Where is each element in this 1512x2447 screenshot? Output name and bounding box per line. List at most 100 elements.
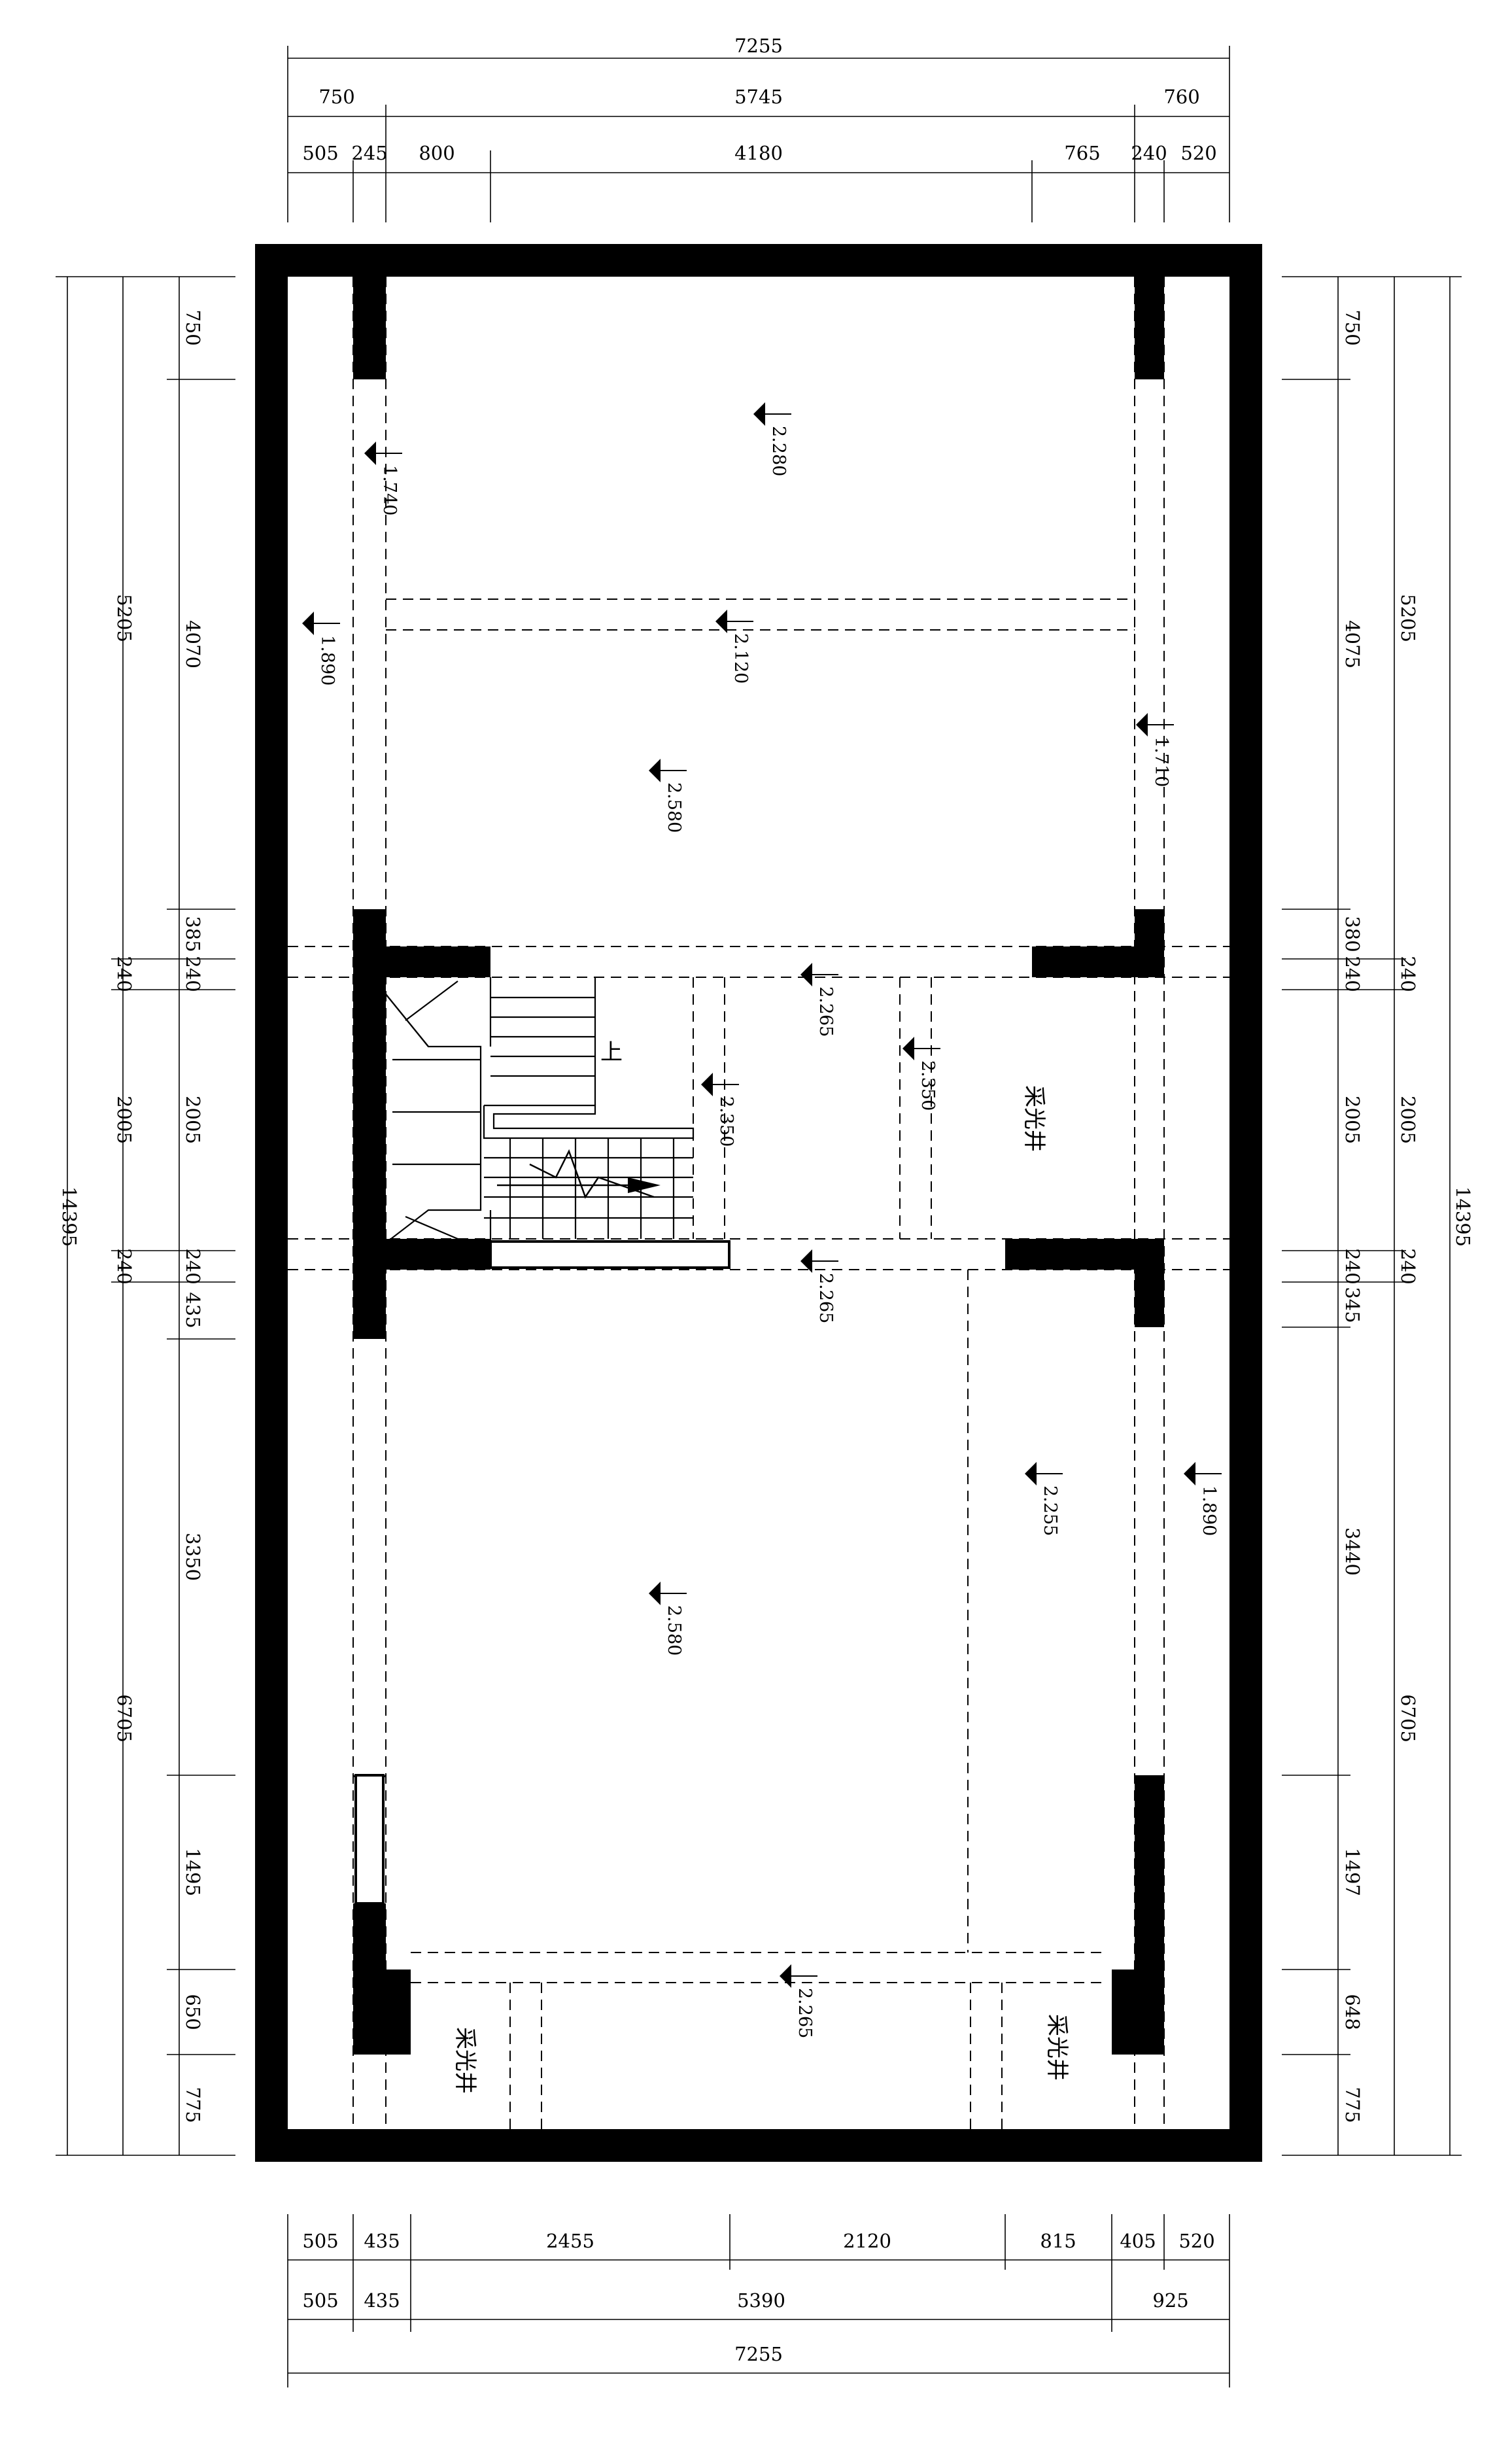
dim-left-in-1: 4070 (182, 620, 204, 668)
dim-bot-r2-2: 5390 (737, 2289, 785, 2312)
level-mark: 1.890 (1184, 1462, 1222, 1536)
dim-right-in-0: 750 (1341, 309, 1364, 345)
level-mark: 2.265 (800, 963, 838, 1037)
stair-up-label: 上 (600, 1039, 623, 1066)
dim-bot-r1-5: 405 (1120, 2230, 1156, 2252)
svg-text:2.350: 2.350 (716, 1096, 736, 1147)
dim-left-in-2: 385 (182, 916, 204, 952)
level-mark: 1.710 (1136, 713, 1174, 787)
dim-bot-r1-3: 2120 (843, 2230, 891, 2252)
lightwell-label-bottom-right: 采光井 (1044, 2014, 1070, 2081)
svg-text:2.265: 2.265 (795, 1988, 815, 2038)
dim-left-mid-0: 5205 (113, 594, 135, 642)
level-mark: 2.280 (753, 402, 791, 476)
dim-top-r2-0: 750 (318, 86, 354, 108)
outer-walls (255, 244, 1262, 2162)
columns (353, 277, 1164, 2055)
right-dimensions: 14395 5205 240 2005 240 6705 750 4075 38… (1282, 276, 1474, 2156)
svg-text:2.265: 2.265 (816, 986, 836, 1037)
window-frame (354, 1774, 385, 1905)
dim-left-in-7: 3350 (182, 1533, 204, 1581)
level-mark: 1.740 (364, 442, 402, 515)
svg-text:2.255: 2.255 (1040, 1485, 1060, 1536)
dim-right-mid-4: 6705 (1397, 1694, 1419, 1743)
dim-bot-r1-2: 2455 (546, 2230, 594, 2252)
svg-text:1.890: 1.890 (317, 635, 337, 686)
dim-left-overall: 14395 (58, 1187, 80, 1247)
dim-left-mid-1: 240 (113, 956, 135, 992)
level-mark: 2.265 (780, 1964, 817, 2038)
svg-text:2.265: 2.265 (816, 1273, 836, 1323)
dim-right-in-9: 648 (1341, 1994, 1364, 2030)
dim-left-in-4: 2005 (182, 1096, 204, 1144)
dim-right-mid-3: 240 (1397, 1248, 1419, 1284)
dim-top-overall: 7255 (734, 35, 783, 57)
svg-text:2.120: 2.120 (730, 633, 751, 684)
dim-right-mid-2: 2005 (1397, 1096, 1419, 1144)
dim-bot-r1-1: 435 (364, 2230, 400, 2252)
left-dimensions: 14395 5205 240 2005 240 6705 750 4070 38… (56, 276, 235, 2156)
top-dimensions: 7255 750 5745 760 505 245 800 4180 765 2… (287, 35, 1230, 222)
svg-text:1.890: 1.890 (1199, 1485, 1219, 1536)
svg-text:2.580: 2.580 (664, 782, 684, 833)
dim-right-in-10: 775 (1341, 2087, 1364, 2123)
dim-bot-r2-0: 505 (302, 2289, 338, 2312)
dim-right-in-8: 1497 (1341, 1848, 1364, 1896)
stair-landing-beam (489, 1240, 730, 1269)
dim-right-in-3: 240 (1341, 956, 1364, 992)
dim-left-in-9: 650 (182, 1994, 204, 2030)
staircase (385, 977, 695, 1243)
dim-right-in-5: 240 (1341, 1248, 1364, 1284)
dim-bot-overall: 7255 (734, 2343, 783, 2365)
dim-bot-r2-3: 925 (1152, 2289, 1188, 2312)
level-mark: 2.255 (1025, 1462, 1063, 1536)
dim-left-in-3: 240 (182, 956, 204, 992)
dim-left-mid-2: 2005 (113, 1096, 135, 1144)
dim-left-mid-4: 6705 (113, 1694, 135, 1743)
dim-left-in-0: 750 (182, 309, 204, 345)
dim-right-overall: 14395 (1452, 1187, 1474, 1247)
svg-text:2.580: 2.580 (664, 1605, 684, 1656)
dim-right-in-7: 3440 (1341, 1527, 1364, 1576)
level-mark: 1.890 (302, 612, 340, 686)
level-mark: 2.580 (649, 1582, 687, 1656)
lightwell-label-middle: 采光井 (1021, 1085, 1047, 1152)
dim-left-in-6: 435 (182, 1292, 204, 1328)
level-mark: 2.120 (715, 610, 753, 684)
svg-text:2.280: 2.280 (768, 426, 789, 476)
dim-top-r3-0: 505 (302, 142, 338, 164)
dim-top-r3-1: 245 (351, 142, 387, 164)
stair-direction-arrow (497, 1177, 661, 1193)
dim-left-in-8: 1495 (182, 1848, 204, 1896)
dim-bot-r2-1: 435 (364, 2289, 400, 2312)
dim-top-r2-2: 760 (1163, 86, 1199, 108)
dim-bot-r1-6: 520 (1178, 2230, 1214, 2252)
level-mark: 2.265 (800, 1249, 838, 1323)
level-mark: 2.580 (649, 759, 687, 833)
dim-top-r3-5: 240 (1131, 142, 1167, 164)
dim-top-r2-1: 5745 (734, 86, 783, 108)
dim-right-in-2: 380 (1341, 916, 1364, 952)
dim-top-r3-2: 800 (419, 142, 455, 164)
dim-left-mid-3: 240 (113, 1248, 135, 1284)
level-markers: 2.280 1.740 1.890 2.120 1.710 2.580 2.26… (302, 402, 1222, 2038)
dim-right-mid-0: 5205 (1397, 594, 1419, 642)
svg-text:1.710: 1.710 (1151, 737, 1171, 787)
dim-right-mid-1: 240 (1397, 956, 1419, 992)
dim-left-in-10: 775 (182, 2087, 204, 2123)
level-mark: 2.350 (902, 1037, 940, 1111)
dim-right-in-4: 2005 (1341, 1096, 1364, 1144)
dashed-beam-lines (288, 277, 1229, 2129)
bottom-dimensions: 505 435 2455 2120 815 405 520 505 435 53… (287, 2214, 1230, 2387)
dim-bot-r1-4: 815 (1040, 2230, 1076, 2252)
svg-text:1.740: 1.740 (379, 465, 400, 515)
dim-right-in-1: 4075 (1341, 620, 1364, 668)
dim-left-in-5: 240 (182, 1248, 204, 1284)
dim-top-r3-4: 765 (1064, 142, 1100, 164)
dim-right-in-6: 345 (1341, 1287, 1364, 1323)
svg-text:2.350: 2.350 (918, 1060, 938, 1111)
dim-top-r3-3: 4180 (734, 142, 783, 164)
dim-bot-r1-0: 505 (302, 2230, 338, 2252)
lightwell-label-bottom-left: 采光井 (452, 2027, 478, 2094)
